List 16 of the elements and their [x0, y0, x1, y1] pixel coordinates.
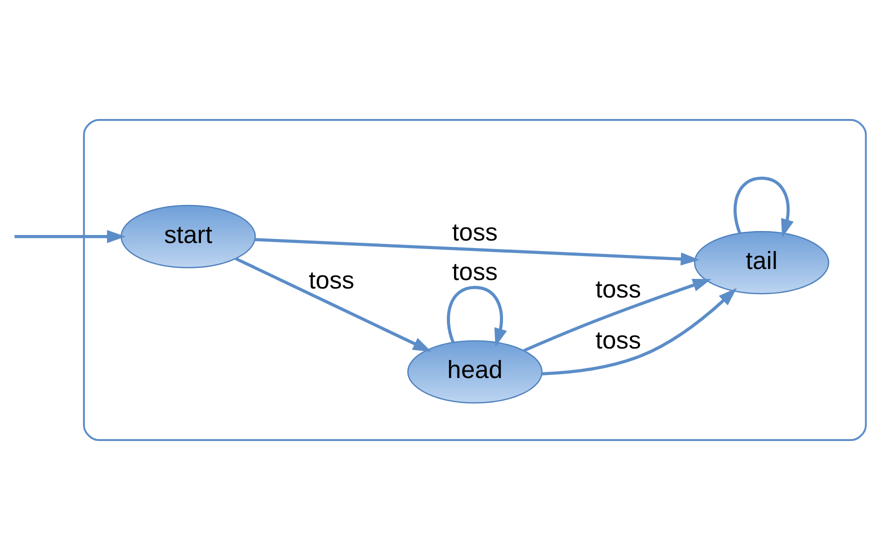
edge-label: toss: [596, 326, 642, 354]
arrow: [734, 176, 794, 238]
edge-label: toss: [452, 258, 498, 286]
edge-label: toss: [596, 276, 642, 303]
edge-label: toss: [308, 267, 354, 294]
arrow: [14, 230, 126, 243]
node-ellipse: tail: [694, 230, 830, 294]
arrow: [446, 285, 507, 346]
arrow: [235, 256, 432, 352]
node-ellipse: head: [407, 340, 543, 403]
arrow: [523, 278, 712, 352]
arrow: [254, 238, 700, 266]
arrow: [542, 287, 737, 375]
cluster: [83, 118, 867, 441]
node-ellipse: start: [120, 204, 256, 268]
edge-label: toss: [452, 218, 498, 246]
